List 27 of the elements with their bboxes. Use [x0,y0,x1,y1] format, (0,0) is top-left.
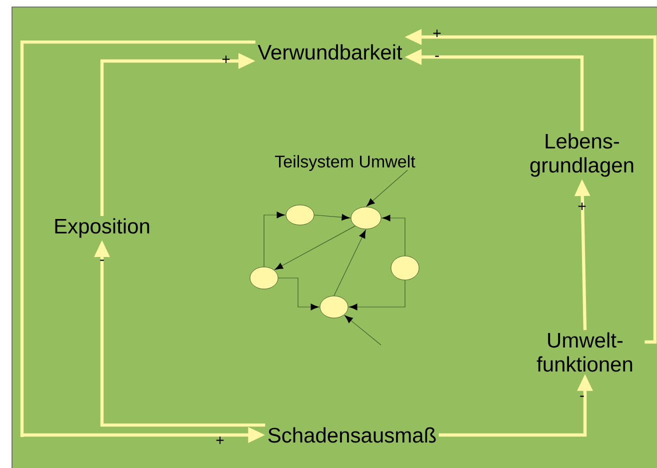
ellipse-node [390,256,420,280]
arrow [366,170,408,206]
edge-label: + [433,30,441,37]
edge-label: + [578,202,586,210]
arrow [278,278,319,310]
node-label: Lebens- grundlagen [530,133,634,177]
arrow [264,212,285,268]
node-label: Exposition [55,218,150,238]
edge-label: - [580,396,584,397]
edge-label: + [216,436,224,444]
node-label: Verwundbarkeit [258,44,402,60]
arrow [314,214,350,221]
arrow [344,315,382,346]
arrow [349,280,406,310]
edge-label: - [435,56,439,57]
label-text: Teilsystem Umwelt [275,155,416,171]
ellipse-node [350,206,382,230]
node-label: Schadensausmaß [268,427,436,443]
ellipse-node [250,266,278,290]
edge-label: - [100,260,104,261]
ellipse-node [320,296,348,318]
arrow [274,226,356,270]
node-label: Umwelt- funktionen [536,332,632,372]
ellipse-node [286,204,314,226]
edge-label: + [222,56,230,63]
arrow [334,230,366,296]
arrow [382,214,406,256]
